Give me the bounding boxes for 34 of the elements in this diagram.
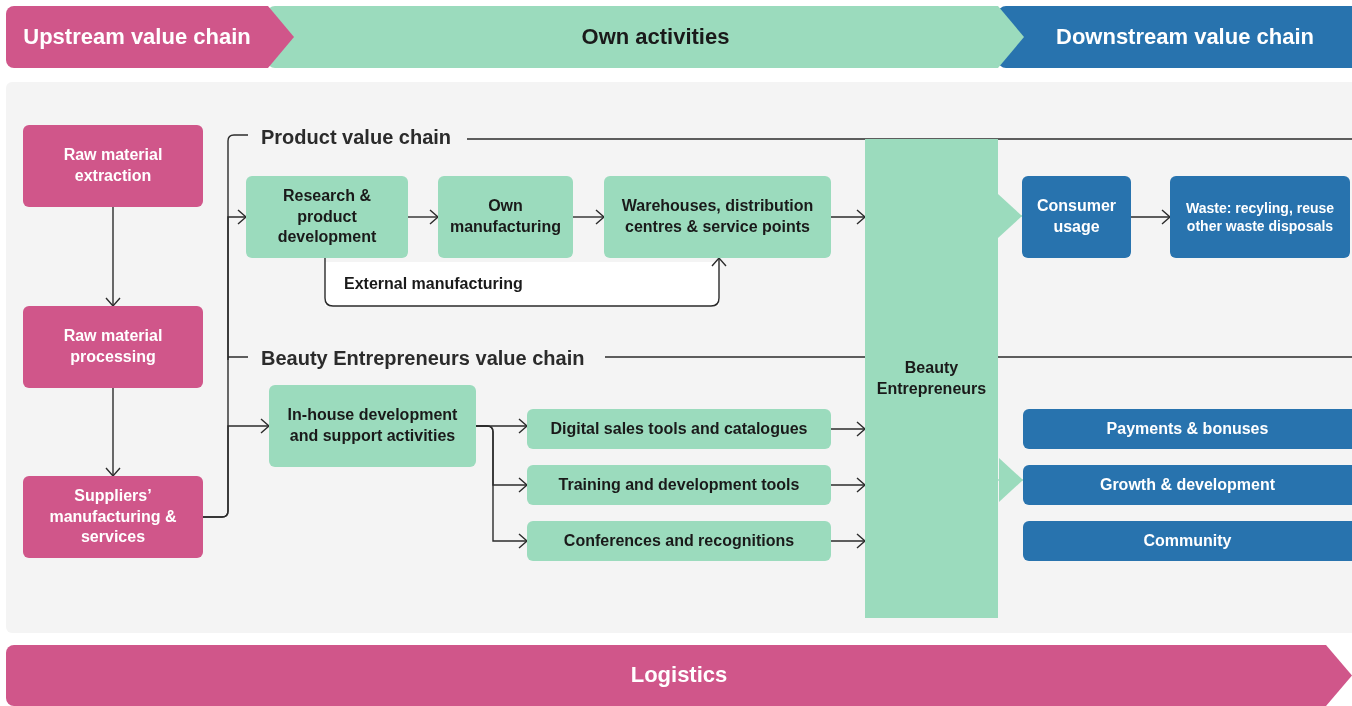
arrow <box>1130 209 1171 225</box>
arrow <box>105 206 121 307</box>
outcome-bar: Payments & bonuses <box>1023 409 1352 449</box>
column-box: Beauty Entrepreneurs <box>865 139 998 618</box>
section-heading: Beauty Entrepreneurs value chain <box>261 346 585 371</box>
process-box: Digital sales tools and catalogues <box>527 409 831 449</box>
process-box: In-house development and support activities <box>269 385 476 467</box>
process-box: Warehouses, distribution centres & service points <box>604 176 831 258</box>
process-box: Own manufacturing <box>438 176 573 258</box>
arrow <box>475 425 528 549</box>
process-box: Consumer usage <box>1022 176 1131 258</box>
arrow <box>830 477 866 493</box>
process-box: Raw material processing <box>23 306 203 388</box>
process-box: Conferences and recognitions <box>527 521 831 561</box>
arrow <box>572 209 605 225</box>
arrow <box>830 533 866 549</box>
process-box: Waste: recyling, reuse other waste disposals <box>1170 176 1350 258</box>
chevron-arrow <box>997 458 1024 502</box>
outcome-bar: Growth & development <box>1023 465 1352 505</box>
process-box: Training and development tools <box>527 465 831 505</box>
outcome-bar: Community <box>1023 521 1352 561</box>
arrow <box>830 421 866 437</box>
arrow <box>105 387 121 477</box>
arrow <box>407 209 439 225</box>
process-box: Research & product development <box>246 176 408 258</box>
section-banner: Logistics <box>6 645 1352 706</box>
section-banner: Downstream value chain <box>998 6 1352 68</box>
process-box: Raw material extraction <box>23 125 203 207</box>
arrow <box>830 209 866 225</box>
chevron-arrow <box>997 194 1023 238</box>
arrow <box>202 418 270 518</box>
section-banner: Upstream value chain <box>6 6 294 68</box>
process-box: Suppliers’ manufacturing & services <box>23 476 203 558</box>
section-heading: Product value chain <box>261 125 452 150</box>
